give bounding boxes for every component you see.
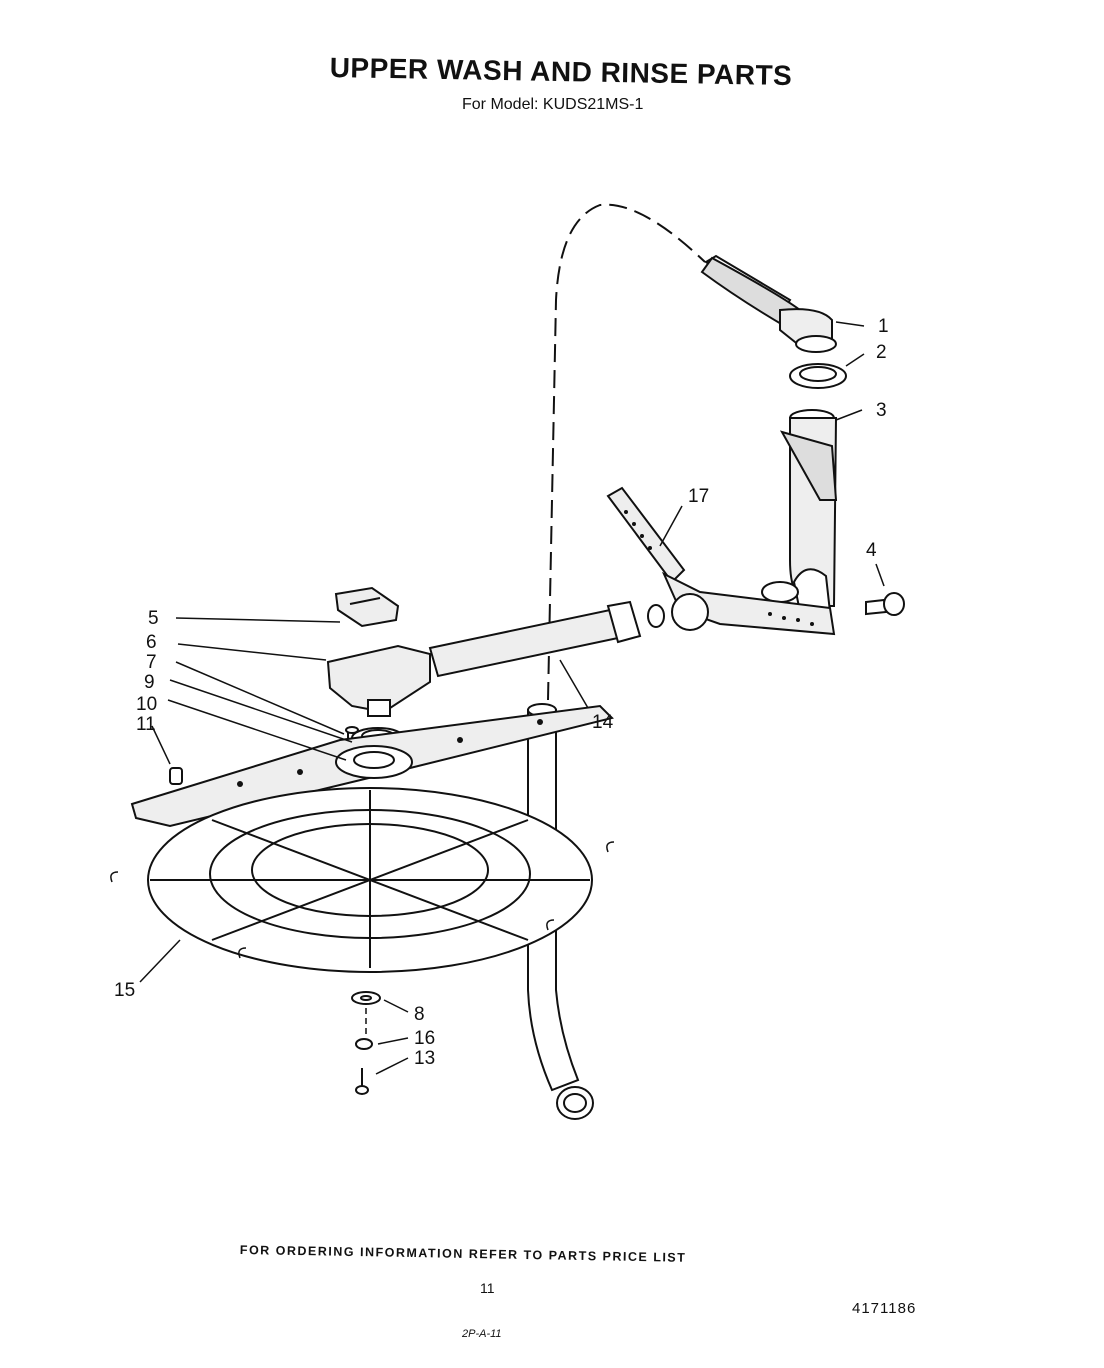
footer-code: 2P-A-11 (462, 1328, 502, 1340)
dashed-routing-line (547, 203, 706, 701)
callout-5: 5 (148, 608, 159, 629)
callout-9: 9 (144, 672, 155, 693)
part-1-elbow-tube (700, 254, 837, 353)
model-subtitle: For Model: KUDS21MS-1 (462, 96, 644, 113)
callout-16: 16 (414, 1028, 435, 1049)
part-11-nozzle (169, 767, 183, 785)
callout-1: 1 (878, 316, 889, 337)
callout-14: 14 (592, 712, 614, 733)
part-5-clip (334, 586, 400, 628)
part-15-rack-wheel (110, 787, 615, 973)
part-16-retainer (355, 1038, 373, 1050)
callout-labels: 1 2 3 4 17 5 6 7 9 10 11 14 15 8 16 13 (114, 316, 889, 1069)
part-4-plug (865, 592, 905, 616)
callout-13: 13 (414, 1048, 435, 1069)
callout-2: 2 (876, 342, 887, 363)
part-2-gasket (789, 363, 847, 389)
callout-11: 11 (136, 714, 156, 735)
part-6-retainer (326, 644, 431, 717)
page-number: 11 (480, 1280, 495, 1296)
part-17-bracket (606, 486, 836, 636)
part-3-manifold (761, 409, 838, 613)
document-number: 4171186 (852, 1300, 917, 1317)
callout-17: 17 (688, 486, 709, 507)
callout-15: 15 (114, 980, 135, 1001)
leader-lines (139, 321, 885, 1075)
callout-7: 7 (146, 652, 157, 673)
part-8-washer (351, 991, 381, 1005)
part-13-screw (355, 1068, 369, 1095)
part-14-connecting-tube (428, 600, 665, 678)
callout-6: 6 (146, 632, 157, 653)
callout-10: 10 (136, 694, 157, 715)
callout-3: 3 (876, 400, 887, 421)
callout-8: 8 (414, 1004, 425, 1025)
callout-4: 4 (866, 540, 877, 561)
part-10-spray-arm (130, 704, 614, 828)
